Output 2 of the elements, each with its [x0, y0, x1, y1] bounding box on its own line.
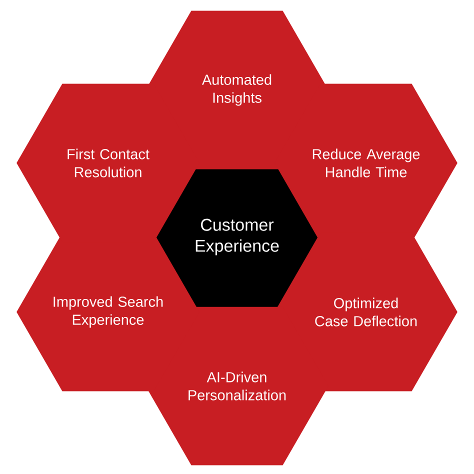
hexagon: Reduce Average Handle Time — [274, 84, 458, 242]
node-label: Automated Insights — [202, 74, 272, 106]
